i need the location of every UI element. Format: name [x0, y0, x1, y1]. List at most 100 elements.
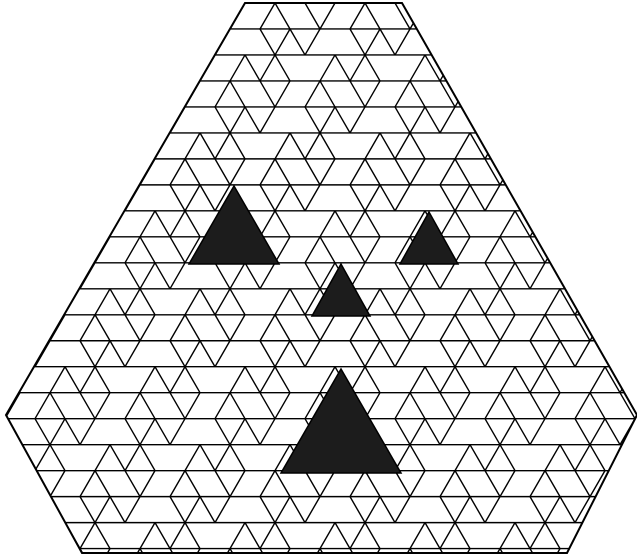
grid-line-diagonal — [95, 367, 110, 393]
grid-line-diagonal — [35, 133, 50, 159]
grid-line-diagonal — [140, 133, 155, 159]
grid-line-diagonal — [275, 3, 290, 29]
grid-line-diagonal — [485, 29, 500, 55]
grid-line-diagonal — [95, 523, 110, 549]
grid-line-diagonal — [230, 55, 245, 81]
grid-line-diagonal — [455, 445, 470, 471]
grid-line-diagonal — [380, 29, 395, 55]
grid-line-diagonal — [365, 55, 380, 81]
grid-line-diagonal — [560, 29, 575, 55]
grid-line-diagonal — [530, 341, 545, 367]
grid-line-diagonal — [350, 497, 365, 523]
grid-line-diagonal — [485, 341, 500, 367]
grid-line-diagonal — [20, 133, 35, 159]
grid-line-diagonal — [125, 419, 140, 445]
grid-line-diagonal — [80, 107, 95, 133]
grid-line-diagonal — [440, 55, 455, 81]
grid-line-diagonal — [365, 237, 380, 263]
grid-line-diagonal — [50, 549, 65, 557]
grid-line-diagonal — [590, 549, 605, 557]
grid-line-diagonal — [5, 55, 20, 81]
grid-line-diagonal — [275, 523, 290, 549]
grid-line-diagonal — [140, 237, 155, 263]
grid-line-diagonal — [80, 497, 95, 523]
grid-line-diagonal — [590, 81, 605, 107]
grid-line-diagonal — [470, 445, 485, 471]
grid-line-diagonal — [5, 159, 20, 185]
grid-line-diagonal — [290, 133, 305, 159]
grid-line-diagonal — [365, 367, 380, 393]
grid-line-diagonal — [440, 367, 455, 393]
grid-line-diagonal — [125, 315, 140, 341]
grid-line-diagonal — [485, 497, 500, 523]
grid-line-diagonal — [65, 263, 80, 289]
grid-line-diagonal — [140, 289, 155, 315]
grid-line-diagonal — [395, 107, 410, 133]
grid-line-diagonal — [200, 133, 215, 159]
grid-line-diagonal — [605, 419, 620, 445]
triangular-grid-lines — [0, 3, 637, 557]
grid-line-diagonal — [170, 393, 185, 419]
grid-line-diagonal — [125, 81, 140, 107]
grid-line-diagonal — [215, 341, 230, 367]
grid-line-diagonal — [0, 3, 5, 29]
grid-line-diagonal — [215, 133, 230, 159]
grid-line-diagonal — [80, 341, 95, 367]
grid-line-diagonal — [395, 159, 410, 185]
grid-line-diagonal — [305, 133, 320, 159]
grid-line-diagonal — [485, 185, 500, 211]
grid-line-diagonal — [410, 263, 425, 289]
grid-line-diagonal — [470, 289, 485, 315]
grid-line-diagonal — [140, 263, 155, 289]
hole-triangle-1 — [189, 186, 279, 264]
grid-line-diagonal — [440, 393, 455, 419]
grid-line-diagonal — [380, 497, 395, 523]
grid-line-diagonal — [0, 211, 5, 237]
grid-line-diagonal — [35, 419, 50, 445]
grid-line-diagonal — [410, 107, 425, 133]
grid-line-diagonal — [410, 159, 425, 185]
grid-line-diagonal — [260, 523, 275, 549]
grid-line-diagonal — [320, 107, 335, 133]
grid-line-diagonal — [620, 523, 635, 549]
grid-line-diagonal — [5, 497, 20, 523]
grid-line-diagonal — [5, 315, 20, 341]
grid-line-diagonal — [425, 55, 440, 81]
grid-line-diagonal — [5, 237, 20, 263]
grid-line-diagonal — [170, 185, 185, 211]
grid-line-diagonal — [440, 263, 455, 289]
grid-line-diagonal — [230, 523, 245, 549]
grid-line-diagonal — [80, 367, 95, 393]
grid-line-diagonal — [530, 497, 545, 523]
grid-line-diagonal — [5, 289, 20, 315]
grid-line-diagonal — [35, 315, 50, 341]
grid-line-diagonal — [50, 159, 65, 185]
grid-line-diagonal — [80, 315, 95, 341]
grid-line-diagonal — [245, 107, 260, 133]
grid-line-diagonal — [155, 367, 170, 393]
grid-line-diagonal — [275, 471, 290, 497]
grid-line-diagonal — [410, 289, 425, 315]
grid-line-diagonal — [530, 263, 545, 289]
grid-line-diagonal — [410, 133, 425, 159]
grid-line-diagonal — [320, 159, 335, 185]
grid-line-diagonal — [65, 419, 80, 445]
grid-line-diagonal — [200, 185, 215, 211]
grid-line-diagonal — [260, 263, 275, 289]
grid-line-diagonal — [5, 81, 20, 107]
grid-line-diagonal — [305, 107, 320, 133]
grid-line-diagonal — [485, 81, 500, 107]
grid-line-diagonal — [545, 29, 560, 55]
grid-line-diagonal — [275, 185, 290, 211]
grid-line-diagonal — [620, 471, 635, 497]
grid-line-diagonal — [50, 107, 65, 133]
grid-line-diagonal — [245, 523, 260, 549]
grid-line-diagonal — [395, 419, 410, 445]
grid-line-diagonal — [455, 237, 470, 263]
grid-line-diagonal — [530, 471, 545, 497]
grid-line-diagonal — [620, 29, 635, 55]
grid-line-diagonal — [125, 341, 140, 367]
grid-line-diagonal — [155, 107, 170, 133]
grid-line-diagonal — [455, 315, 470, 341]
